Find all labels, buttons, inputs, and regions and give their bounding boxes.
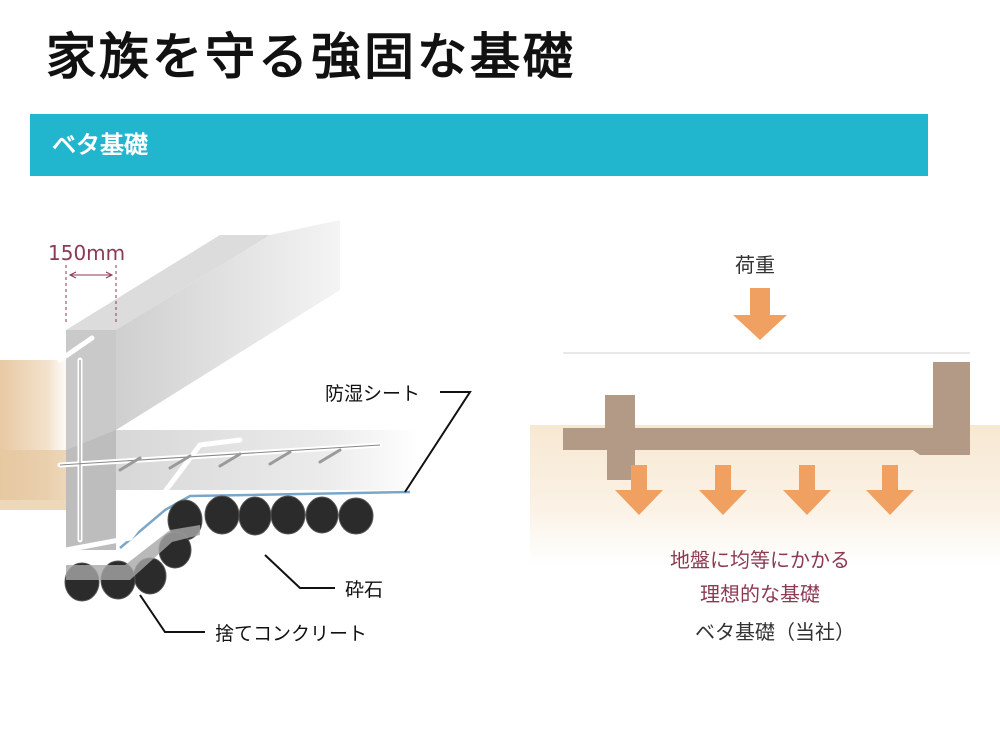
section-banner: ベタ基礎 — [30, 114, 928, 176]
banner-title: ベタ基礎 — [52, 131, 148, 159]
label-moisture-sheet: 防湿シート — [325, 383, 420, 405]
label-leveling-concrete: 捨てコンクリート — [215, 623, 367, 645]
load-label: 荷重 — [735, 253, 775, 277]
stem-wall-inner-face — [116, 220, 340, 430]
dimension-label: 150mm — [48, 241, 125, 265]
reaction-arrow-2 — [699, 465, 747, 515]
page-title: 家族を守る強固な基礎 — [46, 28, 576, 86]
load-distribution-diagram: 荷重 地盤に均等にかかる 理想的な基礎 ベタ基礎（当社） — [530, 253, 1000, 644]
leveling-concrete — [66, 525, 200, 580]
reaction-arrow-1 — [615, 465, 663, 515]
load-arrow — [733, 288, 787, 340]
caption-line3: ベタ基礎（当社） — [695, 620, 855, 644]
dimension-marker — [65, 265, 117, 325]
rebar-ties — [118, 448, 342, 472]
stem-wall-top — [66, 235, 270, 330]
foundation-cross-section: 150mm 防湿シート 砕石 捨てコンクリート — [0, 220, 472, 645]
leader-lines — [139, 391, 472, 633]
caption-line1: 地盤に均等にかかる — [670, 548, 850, 572]
slab-front — [66, 430, 116, 550]
caption-line2: 理想的な基礎 — [700, 582, 820, 606]
reaction-arrow-4 — [866, 465, 914, 515]
label-crushed-stone: 砕石 — [345, 579, 383, 601]
reaction-arrow-3 — [783, 465, 831, 515]
reaction-arrows — [615, 465, 914, 515]
rebar-outline — [59, 360, 381, 540]
soil-layer-bottom — [0, 450, 70, 510]
